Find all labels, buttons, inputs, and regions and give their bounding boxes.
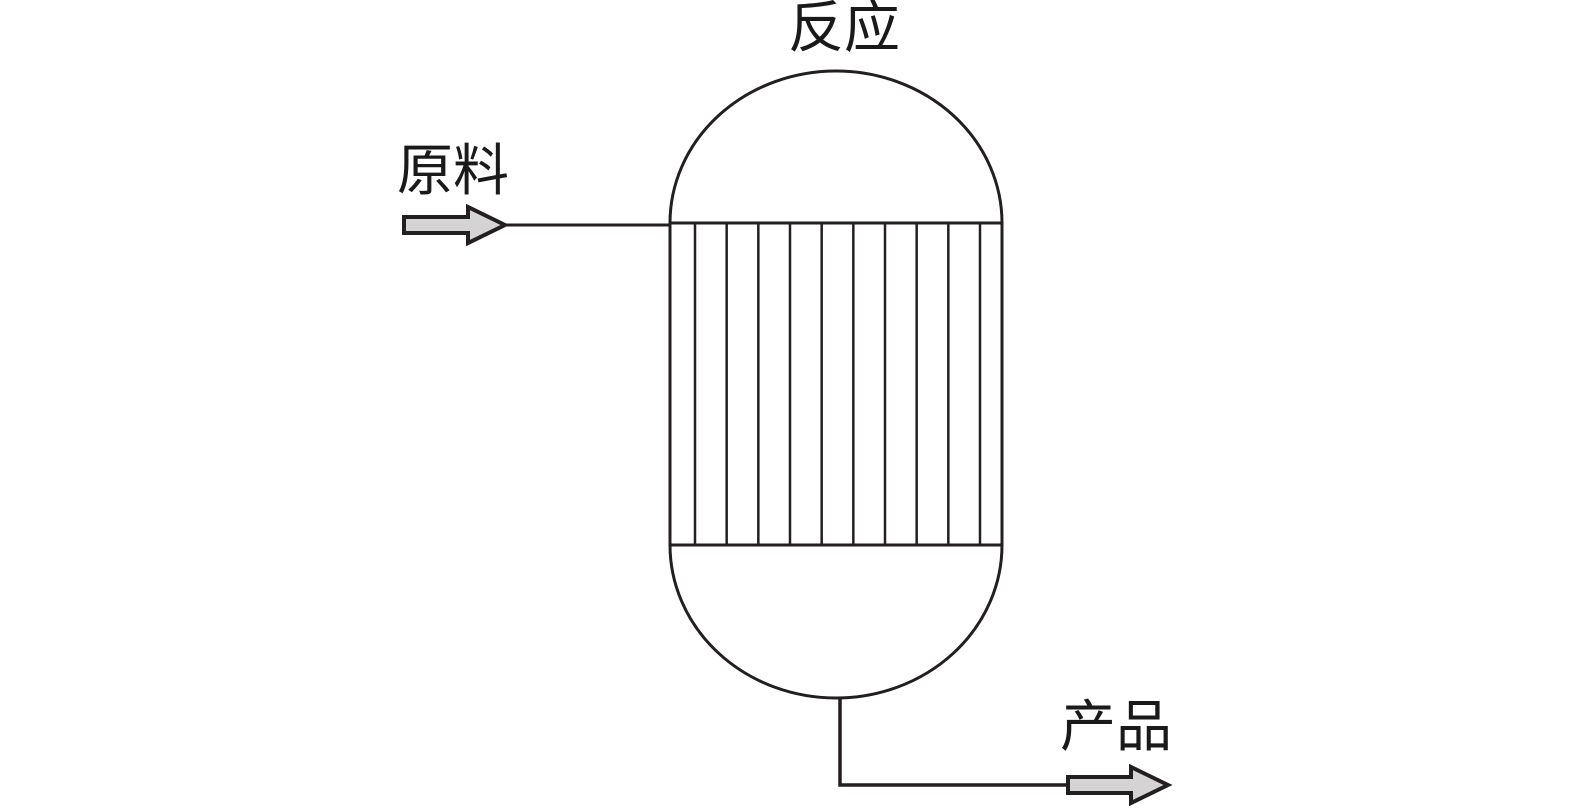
tube-bundle-section [668,221,1004,547]
tube-bundle [693,223,982,545]
feed-label: 原料 [397,139,509,204]
vessel-top-dome [668,69,1004,224]
feed-arrow-icon [402,203,510,247]
product-pipe [838,698,1068,787]
product-label: 产品 [1060,695,1172,760]
product-arrow-icon [1066,763,1173,807]
vessel-bottom-dome [668,544,1004,700]
reactor-label: 反应 [788,0,900,61]
